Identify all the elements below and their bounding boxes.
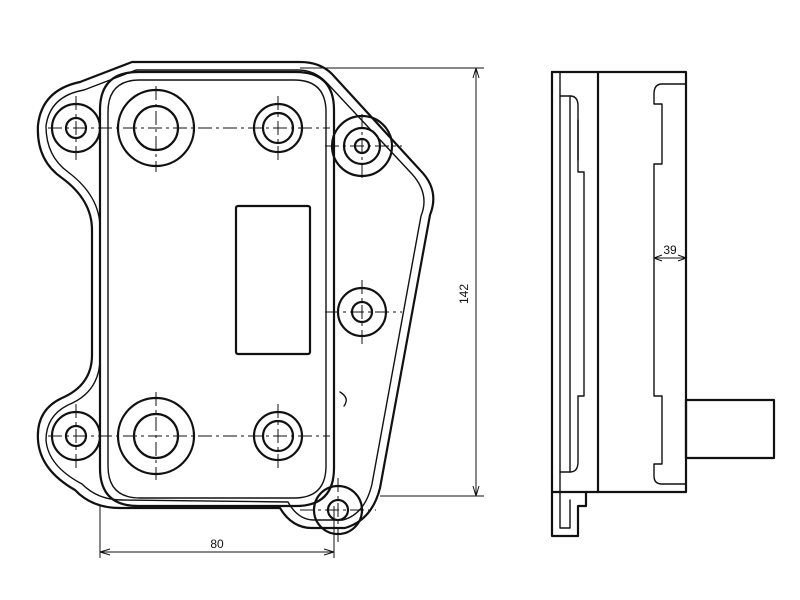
dimension-thickness-label: 39 [663, 243, 677, 257]
dimension-width-label: 80 [210, 537, 224, 551]
dimension-height: 142 [300, 67, 484, 497]
center-window [234, 204, 312, 356]
front-view [36, 60, 435, 542]
side-right-profile [653, 83, 687, 485]
dimension-thickness: 39 [653, 243, 687, 262]
port-bottom-large [116, 396, 196, 476]
side-outlet-pipe [684, 398, 776, 460]
bolt-hole-top-left [50, 102, 102, 154]
boss-top-right [252, 102, 304, 154]
bolt-hole-right-top [330, 114, 394, 178]
bolt-hole-bottom-left [50, 410, 102, 462]
bolt-hole-bottom [312, 484, 364, 536]
boss-bottom-right [252, 410, 304, 462]
port-top-large [116, 88, 196, 168]
side-bottom-lip [550, 490, 588, 538]
cooler-body-inner [107, 79, 327, 499]
small-mark [339, 391, 347, 407]
dimension-height-label: 142 [457, 284, 471, 304]
side-body-outline [550, 70, 688, 494]
bolt-hole-right-mid [336, 286, 388, 338]
side-view: 39 [550, 70, 776, 538]
cooler-body [98, 70, 336, 508]
flange-inner-outline [45, 69, 425, 521]
dimension-width: 80 [99, 506, 335, 558]
side-left-profile [559, 95, 585, 473]
flange-outline [36, 60, 435, 530]
